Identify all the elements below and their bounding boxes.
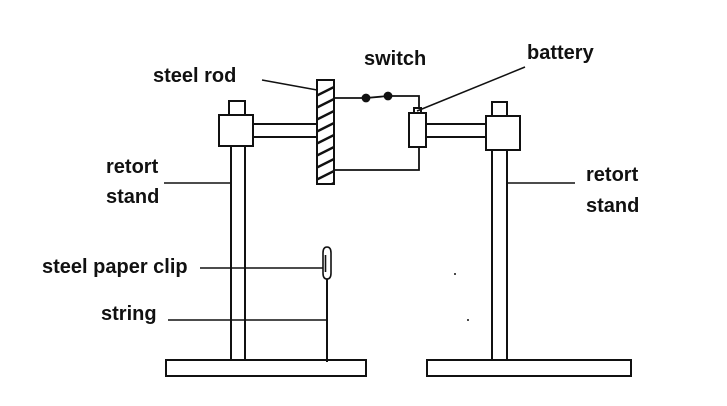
paper-clip <box>322 246 332 280</box>
label-retort-right-line2: stand <box>586 195 640 217</box>
label-retort-left-line1: retort <box>106 156 159 178</box>
label-string: string <box>101 303 157 325</box>
right-boss-head <box>485 115 521 151</box>
speck-1 <box>454 273 456 275</box>
switch-contact-right <box>383 91 393 101</box>
battery-cell <box>408 107 427 148</box>
left-stand-base <box>165 359 367 377</box>
label-retort-left-line2: stand <box>106 186 160 208</box>
wire-bottom <box>334 147 420 171</box>
right-stand-rod <box>491 149 508 361</box>
label-steel-rod: steel rod <box>153 65 237 87</box>
label-steel-paper-clip: steel paper clip <box>42 256 188 278</box>
leader-battery <box>416 66 526 112</box>
leader-steel-rod <box>261 79 318 91</box>
wire-top <box>334 95 420 113</box>
label-switch: switch <box>364 48 427 70</box>
left-clamp-arm <box>252 123 318 138</box>
label-battery: battery <box>527 42 594 64</box>
right-clamp-arm <box>425 123 489 138</box>
right-stand-cap <box>491 101 508 117</box>
switch-contact-left <box>361 93 371 103</box>
circuit <box>334 91 420 171</box>
left-boss-head <box>218 114 254 147</box>
right-retort-stand <box>425 101 632 377</box>
left-retort-stand <box>165 100 367 377</box>
right-stand-base <box>426 359 632 377</box>
left-stand-rod <box>230 143 246 361</box>
label-retort-right-line1: retort <box>586 164 639 186</box>
leader-lines <box>164 66 575 321</box>
speck-2 <box>467 319 469 321</box>
steel-rod <box>316 79 335 185</box>
left-stand-cap <box>228 100 246 116</box>
